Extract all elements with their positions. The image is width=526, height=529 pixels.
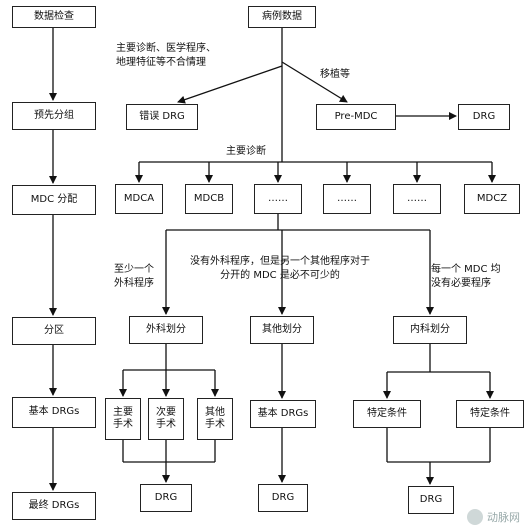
- stage-final-drgs: 最终 DRGs: [12, 492, 96, 520]
- label-each-mdc: 每一个 MDC 均 没有必要程序: [431, 264, 501, 289]
- drg-other-final: DRG: [258, 484, 308, 512]
- stage-pre-grouping: 预先分组: [12, 102, 96, 130]
- arrow-to-wrong-drg: [177, 65, 283, 104]
- watermark: 动脉网: [467, 509, 520, 525]
- label-no-surgery: 没有外科程序，但是另一个其他程序对于 分开的 MDC 是必不可少的: [190, 256, 370, 281]
- watermark-logo-icon: [467, 509, 483, 525]
- arrow-to-premdc: [281, 61, 348, 103]
- specific-condition-node-2: 特定条件: [456, 400, 524, 428]
- wrong-drg-node: 错误 DRG: [126, 104, 198, 130]
- mdc-ellipsis-3: ……: [393, 184, 441, 214]
- minor-surgery-node: 次要 手术: [148, 398, 184, 440]
- label-principal-diagnosis: 主要诊断: [226, 146, 266, 157]
- stage-partition: 分区: [12, 317, 96, 345]
- case-data-node: 病例数据: [248, 6, 316, 28]
- stage-mdc-assign: MDC 分配: [12, 185, 96, 215]
- basic-drgs-node: 基本 DRGs: [250, 400, 316, 428]
- other-partition-node: 其他划分: [250, 316, 314, 344]
- label-at-least-one-surgery: 至少一个 外科程序: [114, 264, 154, 289]
- mdca-node: MDCA: [115, 184, 163, 214]
- mdc-ellipsis-1: ……: [254, 184, 302, 214]
- drg-pre-node: DRG: [458, 104, 510, 130]
- other-surgery-node: 其他 手术: [197, 398, 233, 440]
- label-to-premdc: 移植等: [320, 69, 350, 80]
- watermark-text: 动脉网: [487, 511, 520, 524]
- major-surgery-node: 主要 手术: [105, 398, 141, 440]
- label-to-wrong-drg: 主要诊断、医学程序、 地理特征等不合情理: [116, 43, 216, 68]
- drg-medical-final: DRG: [408, 486, 454, 514]
- mdcb-node: MDCB: [185, 184, 233, 214]
- medical-partition-node: 内科划分: [393, 316, 467, 344]
- surgical-partition-node: 外科划分: [129, 316, 203, 344]
- stage-data-check: 数据检查: [12, 6, 96, 28]
- pre-mdc-node: Pre-MDC: [316, 104, 396, 130]
- mdc-ellipsis-2: ……: [323, 184, 371, 214]
- mdcz-node: MDCZ: [464, 184, 520, 214]
- drg-surgical-final: DRG: [140, 484, 192, 512]
- specific-condition-node-1: 特定条件: [353, 400, 421, 428]
- stage-basic-drgs: 基本 DRGs: [12, 397, 96, 428]
